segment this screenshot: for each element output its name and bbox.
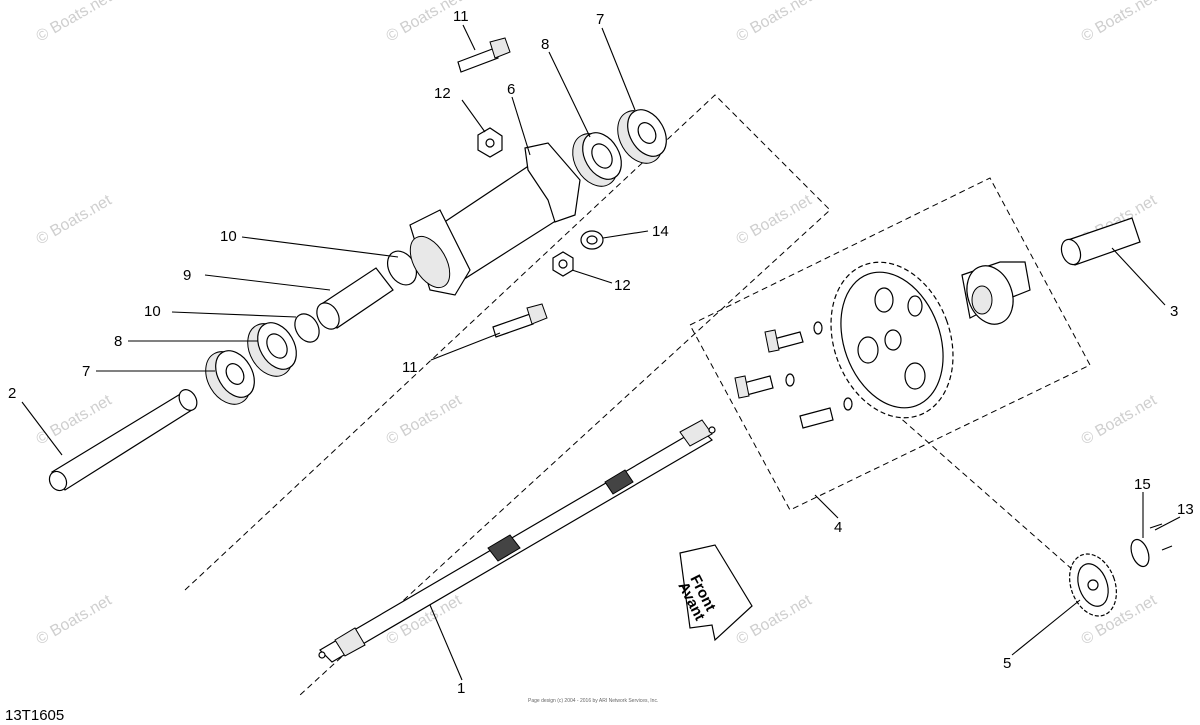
sprocket-large-part-4 <box>830 261 954 419</box>
bearing-part-7-lower <box>205 350 255 405</box>
callout-1: 1 <box>457 680 465 697</box>
callout-labels: 1 2 3 4 5 6 7 7 8 8 9 10 10 11 11 12 12 … <box>8 8 1194 697</box>
callout-6: 6 <box>507 81 515 98</box>
callout-9: 9 <box>183 267 191 284</box>
callout-14: 14 <box>652 223 669 240</box>
ring-part-10-lower <box>294 313 320 343</box>
bolt-part-11-upper <box>457 37 511 73</box>
bearing-part-7-upper <box>617 109 667 164</box>
hub <box>961 261 1031 325</box>
lock-plate-part-15 <box>1130 538 1150 568</box>
callout-3: 3 <box>1170 303 1178 320</box>
callout-13: 13 <box>1177 501 1194 518</box>
housing-part-6 <box>409 142 581 296</box>
callout-12-lower: 12 <box>614 277 631 294</box>
copyright-notice: Page design (c) 2004 - 2016 by ARI Netwo… <box>528 698 658 704</box>
pin-part-3 <box>1060 217 1141 266</box>
assembly-outline-upper <box>184 94 831 696</box>
sprocket-small-part-5 <box>1069 553 1117 617</box>
watermark: © Boats.net <box>34 192 116 249</box>
screws-part-13 <box>1149 523 1173 551</box>
watermark: © Boats.net <box>734 0 816 45</box>
callout-10-upper: 10 <box>220 228 237 245</box>
washer-part-14 <box>580 230 604 250</box>
callout-4: 4 <box>834 519 842 536</box>
callout-7-lower: 7 <box>82 363 90 380</box>
bearing-part-8-lower <box>247 322 297 377</box>
sprocket-hardware <box>734 321 853 429</box>
watermark: © Boats.net <box>384 392 466 449</box>
callout-11-lower: 11 <box>402 359 418 376</box>
sleeve-part-9 <box>316 267 394 330</box>
assembly-outline-sprocket <box>689 177 1091 511</box>
callout-10-lower: 10 <box>144 303 161 320</box>
nut-part-12-lower <box>552 251 574 277</box>
shaft-part-1 <box>318 419 716 663</box>
watermark: © Boats.net <box>1079 392 1161 449</box>
pin-part-2 <box>48 389 198 492</box>
bearing-part-8-upper <box>572 132 622 187</box>
leader-lines <box>21 24 1181 681</box>
watermark: © Boats.net <box>34 392 116 449</box>
watermark: © Boats.net <box>1079 0 1161 45</box>
diagram-code: 13T1605 <box>5 707 64 724</box>
callout-8-lower: 8 <box>114 333 122 350</box>
assembly-leader-sprocket <box>879 399 1091 586</box>
bolt-part-11-lower <box>492 303 548 338</box>
callout-2: 2 <box>8 385 16 402</box>
watermark: © Boats.net <box>34 0 116 45</box>
callout-7-upper: 7 <box>596 11 604 28</box>
watermark: © Boats.net <box>34 592 116 649</box>
watermark: © Boats.net <box>734 192 816 249</box>
front-direction-arrow: Front Avant <box>674 544 753 642</box>
callout-12-upper: 12 <box>434 85 451 102</box>
nut-part-12-upper <box>477 127 503 158</box>
callout-8-upper: 8 <box>541 36 549 53</box>
callout-5: 5 <box>1003 655 1011 672</box>
callout-11-upper: 11 <box>453 8 469 25</box>
callout-15: 15 <box>1134 476 1151 493</box>
